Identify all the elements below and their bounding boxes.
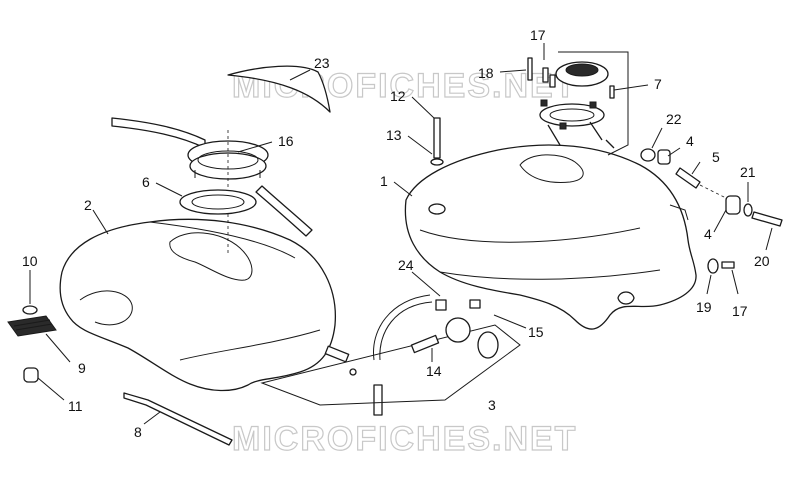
left-small-parts bbox=[7, 305, 57, 383]
callout-15: 15 bbox=[528, 324, 544, 340]
callout-14: 14 bbox=[426, 363, 442, 379]
callout-5: 5 bbox=[712, 149, 720, 165]
callout-1: 1 bbox=[380, 173, 388, 189]
callout-labels: 1 2 3 4 4 5 6 7 8 9 10 11 12 13 14 15 16… bbox=[22, 27, 770, 440]
callout-17b: 17 bbox=[732, 303, 748, 319]
callout-4a: 4 bbox=[686, 133, 694, 149]
fuel-tap-group bbox=[260, 294, 521, 416]
callout-13: 13 bbox=[386, 127, 402, 143]
right-mounting-hardware bbox=[640, 148, 783, 274]
callout-24: 24 bbox=[398, 257, 414, 273]
gasket bbox=[179, 189, 257, 215]
fuel-tank bbox=[404, 144, 697, 330]
callout-17a: 17 bbox=[530, 27, 546, 43]
callout-7: 7 bbox=[654, 76, 662, 92]
callout-8: 8 bbox=[134, 424, 142, 440]
callout-10: 10 bbox=[22, 253, 38, 269]
callout-18: 18 bbox=[478, 65, 494, 81]
fuel-cap-assembly bbox=[527, 51, 629, 156]
fuel-pump-flange bbox=[187, 130, 269, 255]
prop-rod bbox=[123, 392, 233, 446]
callout-20: 20 bbox=[754, 253, 770, 269]
leader-lines bbox=[29, 43, 773, 425]
callout-19: 19 bbox=[696, 299, 712, 315]
watermark-bottom: MICROFICHES.NET bbox=[232, 420, 577, 458]
callout-6: 6 bbox=[142, 174, 150, 190]
screw-and-washer bbox=[430, 117, 444, 166]
callout-21: 21 bbox=[740, 164, 756, 180]
callout-12: 12 bbox=[390, 88, 406, 104]
trim-strip bbox=[227, 65, 331, 113]
callout-4b: 4 bbox=[704, 226, 712, 242]
callout-3: 3 bbox=[488, 397, 496, 413]
callout-23: 23 bbox=[314, 55, 330, 71]
callout-22: 22 bbox=[666, 111, 682, 127]
tank-cover bbox=[59, 218, 336, 392]
callout-16: 16 bbox=[278, 133, 294, 149]
callout-9: 9 bbox=[78, 360, 86, 376]
callout-2: 2 bbox=[84, 197, 92, 213]
callout-11: 11 bbox=[68, 398, 83, 414]
